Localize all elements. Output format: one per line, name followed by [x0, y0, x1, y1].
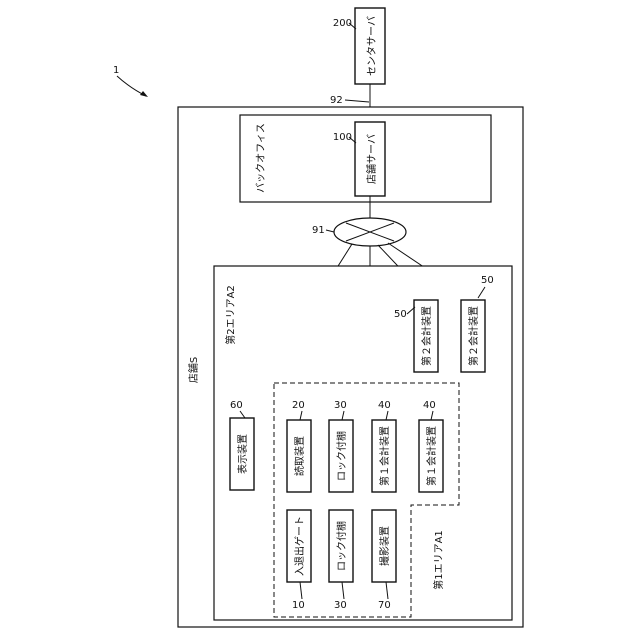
- checkout2-a-ref: 50: [394, 309, 407, 320]
- display-ref: 60: [230, 400, 243, 411]
- camera-ref: 70: [378, 600, 391, 611]
- wan-ref: 92: [330, 95, 343, 106]
- checkout1-b-label: 第１会計装置: [425, 426, 438, 486]
- lan-ref: 91: [312, 225, 325, 236]
- area1-label: 第1エリアA1: [432, 530, 445, 590]
- checkout2-a-label: 第２会計装置: [420, 306, 433, 366]
- checkout2-b-ref: 50: [481, 275, 494, 286]
- shelf-b-ref: 30: [334, 600, 347, 611]
- center-server-label: センタサーバ: [366, 16, 378, 76]
- checkout2-b-label: 第２会計装置: [467, 306, 480, 366]
- checkout1-a-ref: 40: [378, 400, 391, 411]
- wan-leader: [345, 100, 369, 102]
- gate-label: 入退出ゲート: [293, 516, 306, 576]
- shelf-a-label: ロック付棚: [335, 431, 348, 481]
- display-label: 表示装置: [236, 434, 249, 474]
- back-office-label: バックオフィス: [255, 123, 267, 193]
- area2-label: 第2エリアA2: [224, 285, 237, 345]
- system-ref-arrowhead: [140, 91, 148, 97]
- shelf-a-ref: 30: [334, 400, 347, 411]
- checkout1-a-label: 第１会計装置: [378, 426, 391, 486]
- system-ref-label: 1: [113, 65, 119, 76]
- shelf-b-label: ロック付棚: [335, 521, 348, 571]
- reader-ref: 20: [292, 400, 305, 411]
- reader-label: 読取装置: [293, 436, 306, 476]
- store-server-label: 店舗サーバ: [365, 134, 378, 184]
- store-label: 店舗S: [187, 357, 200, 383]
- camera-label: 撮影装置: [378, 526, 391, 566]
- checkout1-b-ref: 40: [423, 400, 436, 411]
- gate-ref: 10: [292, 600, 305, 611]
